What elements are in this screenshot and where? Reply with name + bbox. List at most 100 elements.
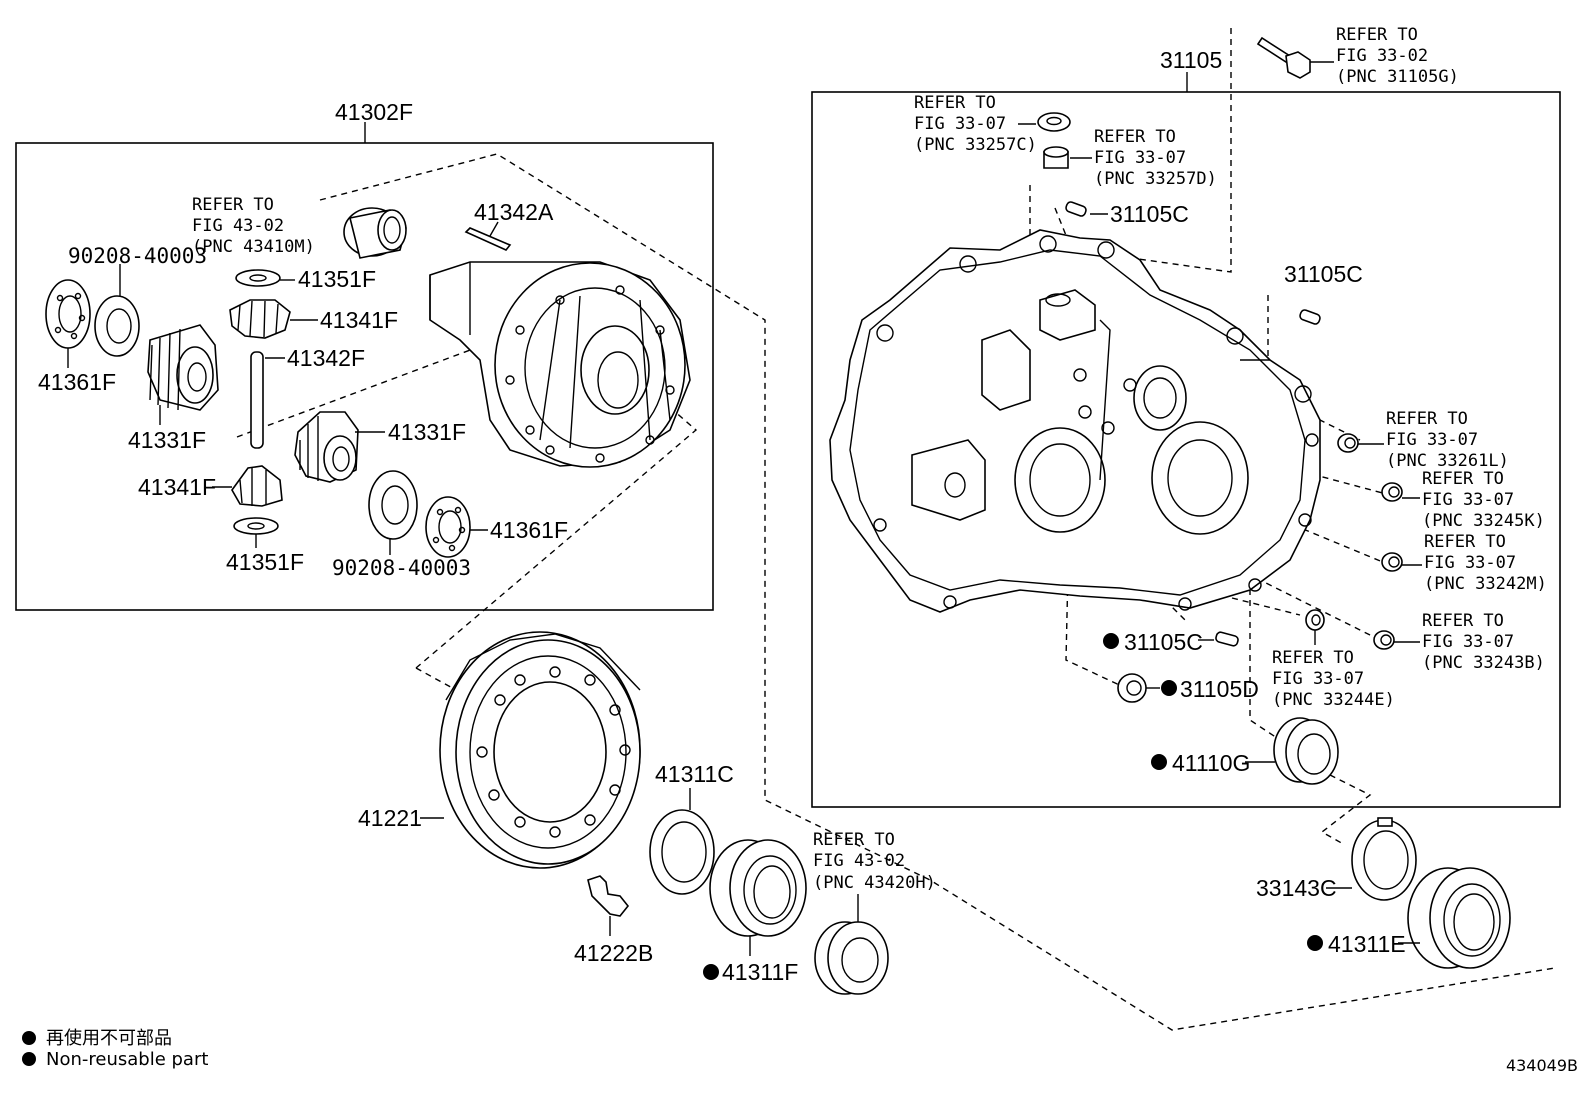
ref-33257C-line2: FIG 33-07: [914, 114, 1006, 134]
bushing-33257D: [1043, 146, 1092, 169]
bearing-cup-43410M: [343, 207, 407, 259]
nonreusable-dot-31105C: [1103, 633, 1119, 649]
label-41311E: 41311E: [1328, 931, 1406, 957]
shim-33143C: [1326, 817, 1417, 901]
plug-33245K: [1381, 482, 1420, 502]
nonreusable-dot-icon: [22, 1052, 36, 1066]
ref-33261L-line3: (PNC 33261L): [1386, 451, 1509, 471]
ref-43410M-line2: FIG 43-02: [192, 216, 284, 236]
ref-33244E-line3: (PNC 33244E): [1272, 690, 1395, 710]
ref-31105G-line1: REFER TO: [1336, 25, 1418, 45]
ref-43420H-line1: REFER TO: [813, 830, 895, 850]
label-33143C: 33143C: [1256, 875, 1337, 901]
ref-33242M-line3: (PNC 33242M): [1424, 574, 1547, 594]
side-gear-41331F-left: [147, 324, 219, 425]
pinion-washer-41351F-bottom: [233, 517, 279, 548]
label-31105C-c: 31105C: [1124, 629, 1203, 655]
pinion-shaft-41342F: [250, 351, 285, 449]
ref-33244E-line1: REFER TO: [1272, 648, 1354, 668]
ref-33245K-line2: FIG 33-07: [1422, 490, 1514, 510]
label-31105: 31105: [1160, 47, 1222, 73]
thrust-washer-41361F-right: [425, 496, 488, 558]
label-31105D: 31105D: [1180, 676, 1259, 702]
label-41342A: 41342A: [474, 199, 554, 225]
nonreusable-dot-41110G: [1151, 754, 1167, 770]
ref-43420H-line2: FIG 43-02: [813, 851, 905, 871]
label-41331F-right: 41331F: [388, 419, 466, 445]
label-31105C-a: 31105C: [1110, 201, 1189, 227]
differential-case: [429, 261, 691, 468]
ref-33261L-line2: FIG 33-07: [1386, 430, 1478, 450]
label-41341F-top: 41341F: [320, 307, 398, 333]
figure-code: 434049B: [1505, 1056, 1578, 1075]
label-41302F: 41302F: [335, 99, 413, 125]
label-90208-right: 90208-40003: [332, 556, 471, 580]
ref-33243B-line1: REFER TO: [1422, 611, 1504, 631]
seal-33257C: [1018, 112, 1071, 132]
label-41222B: 41222B: [574, 940, 653, 966]
dowel-31105C-a: [1065, 201, 1108, 217]
ref-33257D-line3: (PNC 33257D): [1094, 169, 1217, 189]
plug-33242M: [1381, 552, 1422, 572]
label-41351F-top: 41351F: [298, 266, 376, 292]
ref-33244E-line2: FIG 33-07: [1272, 669, 1364, 689]
ref-33257C-line3: (PNC 33257C): [914, 135, 1037, 155]
ref-33261L-line1: REFER TO: [1386, 409, 1468, 429]
ref-33242M-line1: REFER TO: [1424, 532, 1506, 552]
washer-90208-right: [368, 470, 418, 555]
plug-33244E: [1305, 609, 1325, 645]
plug-33243B: [1373, 630, 1420, 650]
ref-43410M-line3: (PNC 43410M): [192, 237, 315, 257]
label-41342F: 41342F: [287, 345, 365, 371]
ref-33257D-line1: REFER TO: [1094, 127, 1176, 147]
pinion-washer-41351F-top: [235, 269, 295, 287]
nonreusable-dot-41311F: [703, 964, 719, 980]
seal-31105D: [1117, 673, 1160, 703]
bolt-31105G: [1256, 36, 1334, 79]
nonreusable-dot-41311E: [1307, 935, 1323, 951]
washer-90208-left: [94, 264, 140, 357]
ref-33245K-line1: REFER TO: [1422, 469, 1504, 489]
dowel-31105C-b: [1299, 309, 1321, 325]
bearing-41311F: [709, 839, 807, 956]
legend-english: Non-reusable part: [22, 1049, 208, 1070]
label-41331F-left: 41331F: [128, 427, 206, 453]
nonreusable-dot-icon: [22, 1031, 36, 1045]
label-41351F-bottom: 41351F: [226, 549, 304, 575]
bearing-43420H: [814, 894, 889, 995]
side-gear-41331F-right: [294, 411, 385, 483]
shim-41311C: [649, 788, 715, 895]
oil-seal-41110G: [1245, 717, 1339, 785]
ref-43410M-line1: REFER TO: [192, 195, 274, 215]
pinion-gear-41341F-bottom: [212, 465, 283, 507]
label-41361F-left: 41361F: [38, 369, 116, 395]
dowel-31105C-c: [1198, 631, 1239, 647]
ref-43420H-line3: (PNC 43420H): [813, 873, 936, 893]
nonreusable-dot-31105D: [1161, 680, 1177, 696]
ref-33245K-line3: (PNC 33245K): [1422, 511, 1545, 531]
legend-japanese: 再使用不可部品: [22, 1024, 172, 1050]
box-transaxle-housing: [811, 91, 1561, 808]
label-41221: 41221: [358, 805, 422, 831]
label-41311F: 41311F: [722, 959, 798, 985]
label-90208-left: 90208-40003: [68, 244, 207, 268]
ref-33243B-line3: (PNC 33243B): [1422, 653, 1545, 673]
label-31105C-b: 31105C: [1284, 261, 1363, 287]
pinion-gear-41341F-top: [229, 299, 318, 339]
label-41110G: 41110G: [1172, 750, 1250, 776]
label-41361F-right: 41361F: [490, 517, 568, 543]
legend-english-text: Non-reusable part: [46, 1049, 209, 1070]
label-41341F-bottom: 41341F: [138, 474, 216, 500]
ref-31105G-line3: (PNC 31105G): [1336, 67, 1459, 87]
transaxle-housing-31105: [829, 229, 1321, 613]
ring-gear-41221: [420, 631, 641, 869]
ref-33257C-line1: REFER TO: [914, 93, 996, 113]
thrust-washer-41361F-left: [45, 279, 91, 368]
ref-33242M-line2: FIG 33-07: [1424, 553, 1516, 573]
ref-33257D-line2: FIG 33-07: [1094, 148, 1186, 168]
pin-41342A: [464, 221, 512, 251]
label-41311C: 41311C: [655, 761, 734, 787]
bolt-41222B: [587, 875, 630, 936]
bearing-41311E: [1398, 867, 1511, 969]
